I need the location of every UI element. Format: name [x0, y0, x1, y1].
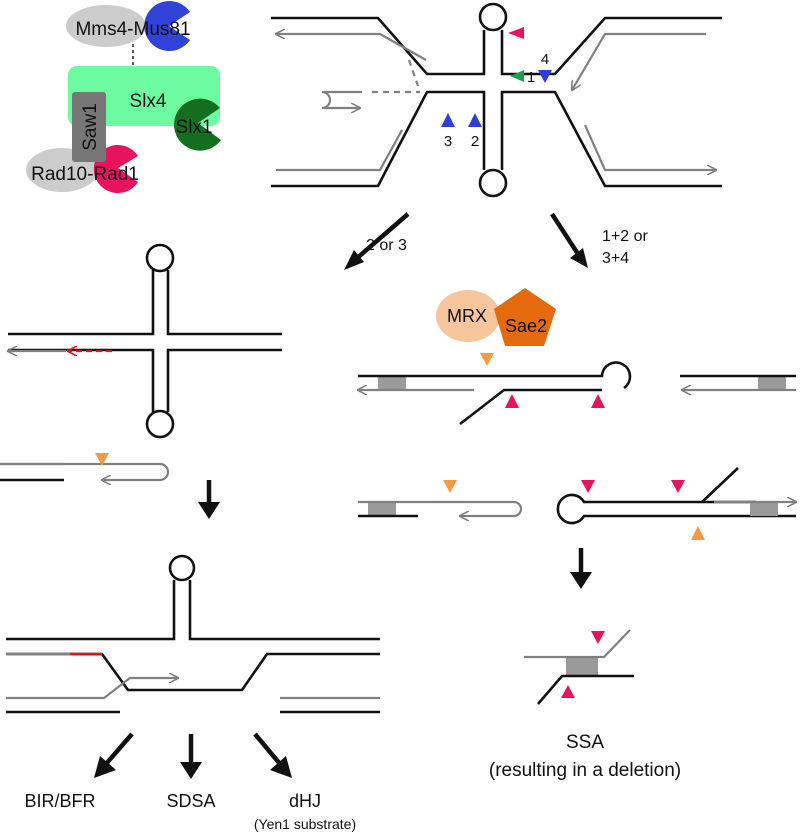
sae2-pentagon — [494, 288, 556, 346]
ssa-black-strand — [537, 674, 634, 705]
branch-left-label: 2 or 3 — [366, 237, 407, 254]
resection-lower-left-gray — [358, 500, 523, 516]
ssa-rad1-cut-top — [591, 631, 605, 644]
ssa-note: (resulting in a deletion) — [489, 760, 681, 781]
resection-mrx-cut — [480, 353, 494, 366]
rad10-rad1-label: Rad10-Rad1 — [31, 164, 139, 185]
ssa-label: SSA — [566, 732, 604, 753]
ssa-product: SSA (resulting in a deletion) — [489, 629, 681, 781]
cut-site-4-label: 4 — [541, 51, 549, 68]
down-arrow-left — [198, 480, 220, 519]
junction-left-lower-strands — [8, 348, 282, 412]
homology-box-upper-left — [378, 376, 406, 390]
resection-lower-rad1-cut-1 — [581, 480, 595, 493]
outcome-dhj-note: (Yen1 substrate) — [254, 816, 356, 832]
cut-sites: 4 1 3 2 — [441, 27, 552, 150]
junction-top-new-strands — [276, 34, 716, 170]
invasion-donor-lower — [6, 652, 380, 692]
cut-site-3-label: 3 — [444, 133, 452, 150]
mms4-subunit — [66, 5, 146, 47]
junction-top-upper-right-strand — [500, 16, 722, 76]
mrx-complex: MRX Sae2 — [436, 288, 556, 346]
broken-end-left — [0, 453, 170, 480]
sdsa-arrow-head — [180, 762, 202, 779]
cut-site-2-label: 2 — [471, 133, 479, 150]
saw1-label: Saw1 — [80, 103, 101, 151]
junction-top-lower-right-strand — [500, 90, 722, 188]
cut-site-3-marker — [441, 113, 455, 127]
outcome-arrows — [94, 732, 292, 779]
mrx-label: MRX — [447, 306, 487, 326]
junction-top-new-strand-lower-right — [583, 124, 716, 170]
junction-top — [271, 2, 722, 198]
junction-top-upper-left-strand — [271, 16, 486, 76]
invasion-upper-strand — [6, 580, 380, 641]
broken-end-mrx-cut — [95, 453, 109, 466]
invasion-new-strands — [6, 652, 380, 700]
ssa-homology-box — [566, 657, 598, 676]
dhj-arrow-shaft — [253, 732, 282, 766]
outcome-dhj-label: dHJ — [289, 791, 321, 811]
junction-left-hairpin-lower — [145, 409, 175, 439]
junction-top-new-strand-upper-left — [276, 34, 427, 61]
ssa-rad1-cut-bottom — [561, 685, 575, 698]
junction-top-new-strand-upper-right — [572, 32, 706, 90]
mrx-circle — [436, 290, 500, 342]
saw1-subunit — [72, 92, 106, 162]
resection-upper-rad1-cut-1 — [505, 394, 519, 408]
branch-left-arrow-shaft — [354, 212, 410, 261]
nuclease-complex: Mms4-Mus81 Slx4 Slx1 Saw1 Rad10-Rad1 — [26, 0, 221, 193]
junction-top-new-strand-lower-left — [276, 129, 403, 172]
slx1-label: Slx1 — [176, 117, 213, 138]
resection-upper — [358, 353, 796, 426]
broken-end-loop — [0, 462, 170, 480]
cut-site-1-label: 1 — [527, 69, 535, 86]
cut-site-rad1-marker — [508, 27, 524, 39]
homology-box-lower-right — [750, 502, 778, 516]
cut-site-4-marker — [538, 70, 552, 83]
cut-site-2-marker — [468, 113, 482, 127]
resection-lower-mrx-cut-left — [443, 480, 457, 493]
branch-right-arrow-shaft — [550, 212, 580, 256]
junction-left-upper-strands — [8, 270, 282, 336]
junction-top-lower-left-strand — [271, 90, 486, 188]
invasion-hairpin — [168, 554, 196, 582]
junction-top-dashed-strand-upper — [407, 59, 420, 87]
mms4-mus81-label: Mms4-Mus81 — [75, 19, 190, 40]
down-arrow-right — [570, 548, 592, 589]
bir-arrow-head — [94, 756, 116, 778]
mus81-subunit — [144, 0, 190, 52]
branch-arrows: 2 or 3 1+2 or 3+4 — [344, 212, 648, 270]
junction-top-hairpin-upper — [478, 2, 508, 32]
junction-left — [8, 243, 282, 439]
resection-upper-black — [358, 361, 632, 426]
homology-box-lower-left — [368, 502, 396, 516]
outcome-bir-label: BIR/BFR — [24, 791, 95, 811]
slx1-subunit — [174, 98, 221, 151]
invasion-structure — [6, 554, 380, 714]
branch-right-label-1: 1+2 or — [602, 228, 648, 245]
branch-right-arrow-head — [570, 248, 588, 268]
outcome-sdsa-label: SDSA — [166, 791, 215, 811]
bir-arrow-shaft — [104, 732, 134, 766]
resection-lower-rad1-cut-2 — [671, 480, 685, 493]
ssa-gray-strand — [524, 629, 631, 659]
resection-lower-mrx-cut-right — [691, 526, 705, 540]
invasion-new-strand-right — [6, 678, 178, 700]
cut-site-1-marker — [510, 70, 524, 82]
resection-lower — [358, 467, 796, 540]
junction-top-hairpin-lower — [478, 168, 508, 198]
sae2-label: Sae2 — [505, 316, 547, 336]
resection-upper-rad1-cut-2 — [591, 394, 605, 408]
junction-left-hairpin-upper — [145, 243, 175, 273]
junction-top-loop-strand — [321, 90, 362, 108]
dhj-arrow-head — [270, 756, 292, 778]
branch-left-arrow-head — [344, 250, 364, 270]
branch-right-label-2: 3+4 — [602, 250, 629, 267]
outcome-labels: BIR/BFR SDSA dHJ (Yen1 substrate) — [24, 791, 356, 832]
slx4-label: Slx4 — [130, 91, 167, 112]
homology-box-upper-right — [758, 376, 786, 390]
